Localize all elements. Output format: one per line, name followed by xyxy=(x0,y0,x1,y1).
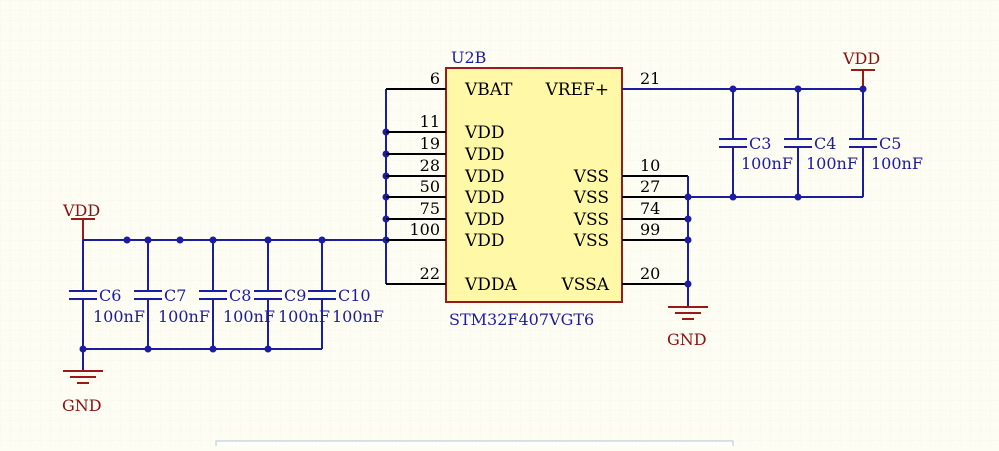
cap-value-label: 100nF xyxy=(278,307,330,326)
pin-name-left: VDD xyxy=(464,231,505,251)
junction-dot xyxy=(264,345,272,353)
pin-name-right: VSSA xyxy=(560,275,609,295)
gnd-right-symbol xyxy=(668,306,708,320)
chip-designator: U2B xyxy=(451,48,486,67)
cap-value-label: 100nF xyxy=(332,307,384,326)
junction-dot xyxy=(144,345,152,353)
cap-value-label: 100nF xyxy=(93,307,145,326)
junction-dot xyxy=(794,193,802,201)
pin-name-right: VSS xyxy=(573,210,609,230)
pin-number-left: 50 xyxy=(420,177,440,196)
junction-dot xyxy=(684,280,692,288)
pin-name-left: VDD xyxy=(464,145,505,165)
pin-name-left: VDD xyxy=(464,167,505,187)
pin-number-left: 19 xyxy=(420,134,440,153)
pin-name-right: VSS xyxy=(573,231,609,251)
cap-ref-label: C9 xyxy=(284,286,306,305)
cap-ref-label: C7 xyxy=(164,286,186,305)
cap-ref-label: C3 xyxy=(749,134,771,153)
pin-number-right: 21 xyxy=(640,69,660,88)
pin-name-left: VBAT xyxy=(464,80,513,100)
pin-name-left: VDD xyxy=(464,123,505,143)
junction-dot xyxy=(729,193,737,201)
pin-number-left: 22 xyxy=(420,264,440,283)
junction-dot xyxy=(209,345,217,353)
cap-value-label: 100nF xyxy=(871,154,923,173)
junction-dot xyxy=(209,236,217,244)
junction-dot xyxy=(859,85,867,93)
pin-number-left: 100 xyxy=(409,220,440,239)
cap-value-label: 100nF xyxy=(806,154,858,173)
cap-ref-label: C10 xyxy=(338,286,371,305)
pin-number-left: 28 xyxy=(420,156,440,175)
capacitor-c9: C9 100nF xyxy=(254,240,330,349)
capacitor-c7: C7 100nF xyxy=(134,240,210,349)
junction-dot xyxy=(684,215,692,223)
pin-name-right: VSS xyxy=(573,167,609,187)
bottom-panel-edge xyxy=(215,440,734,450)
pin-number-right: 20 xyxy=(640,264,660,283)
junction-dot xyxy=(176,236,184,244)
capacitor-c10: C10 100nF xyxy=(308,240,384,349)
cap-value-label: 100nF xyxy=(741,154,793,173)
pin-number-right: 10 xyxy=(640,156,660,175)
junction-dot xyxy=(684,193,692,201)
gnd-left-symbol xyxy=(63,370,103,384)
vdd-right-label: VDD xyxy=(842,49,880,68)
pin-name-right: VREF+ xyxy=(544,80,609,100)
junction-dot xyxy=(144,236,152,244)
left-decoupling-network: C6 100nF C7 100nF C8 100nF C9 100nF C10 100nF xyxy=(69,218,385,370)
junction-dot xyxy=(794,85,802,93)
cap-ref-label: C5 xyxy=(879,134,901,153)
cap-value-label: 100nF xyxy=(223,307,275,326)
pin-number-left: 6 xyxy=(430,69,440,88)
chip-part-number: STM32F407VGT6 xyxy=(449,310,594,329)
pin-number-left: 75 xyxy=(420,199,440,218)
junction-dot xyxy=(684,236,692,244)
pin-number-right: 99 xyxy=(640,220,660,239)
pin-number-right: 74 xyxy=(640,199,660,218)
vdd-left-label: VDD xyxy=(62,201,100,220)
pin-number-right: 27 xyxy=(640,177,660,196)
cap-ref-label: C8 xyxy=(229,286,251,305)
pin-number-left: 11 xyxy=(420,112,440,131)
chip-body xyxy=(445,67,623,303)
junction-dot xyxy=(123,236,131,244)
gnd-right-label: GND xyxy=(667,330,707,349)
capacitor-c6: C6 100nF xyxy=(69,240,145,349)
cap-ref-label: C6 xyxy=(99,286,121,305)
gnd-left-label: GND xyxy=(62,396,102,415)
junction-dot xyxy=(729,85,737,93)
cap-value-label: 100nF xyxy=(158,307,210,326)
cap-ref-label: C4 xyxy=(814,134,836,153)
capacitor-c8: C8 100nF xyxy=(199,240,275,349)
pin-name-left: VDDA xyxy=(464,275,518,295)
junction-dot xyxy=(318,236,326,244)
pin-name-left: VDD xyxy=(464,188,505,208)
pin-name-right: VSS xyxy=(573,188,609,208)
junction-dot xyxy=(264,236,272,244)
pin-name-left: VDD xyxy=(464,210,505,230)
junction-dot xyxy=(79,345,87,353)
